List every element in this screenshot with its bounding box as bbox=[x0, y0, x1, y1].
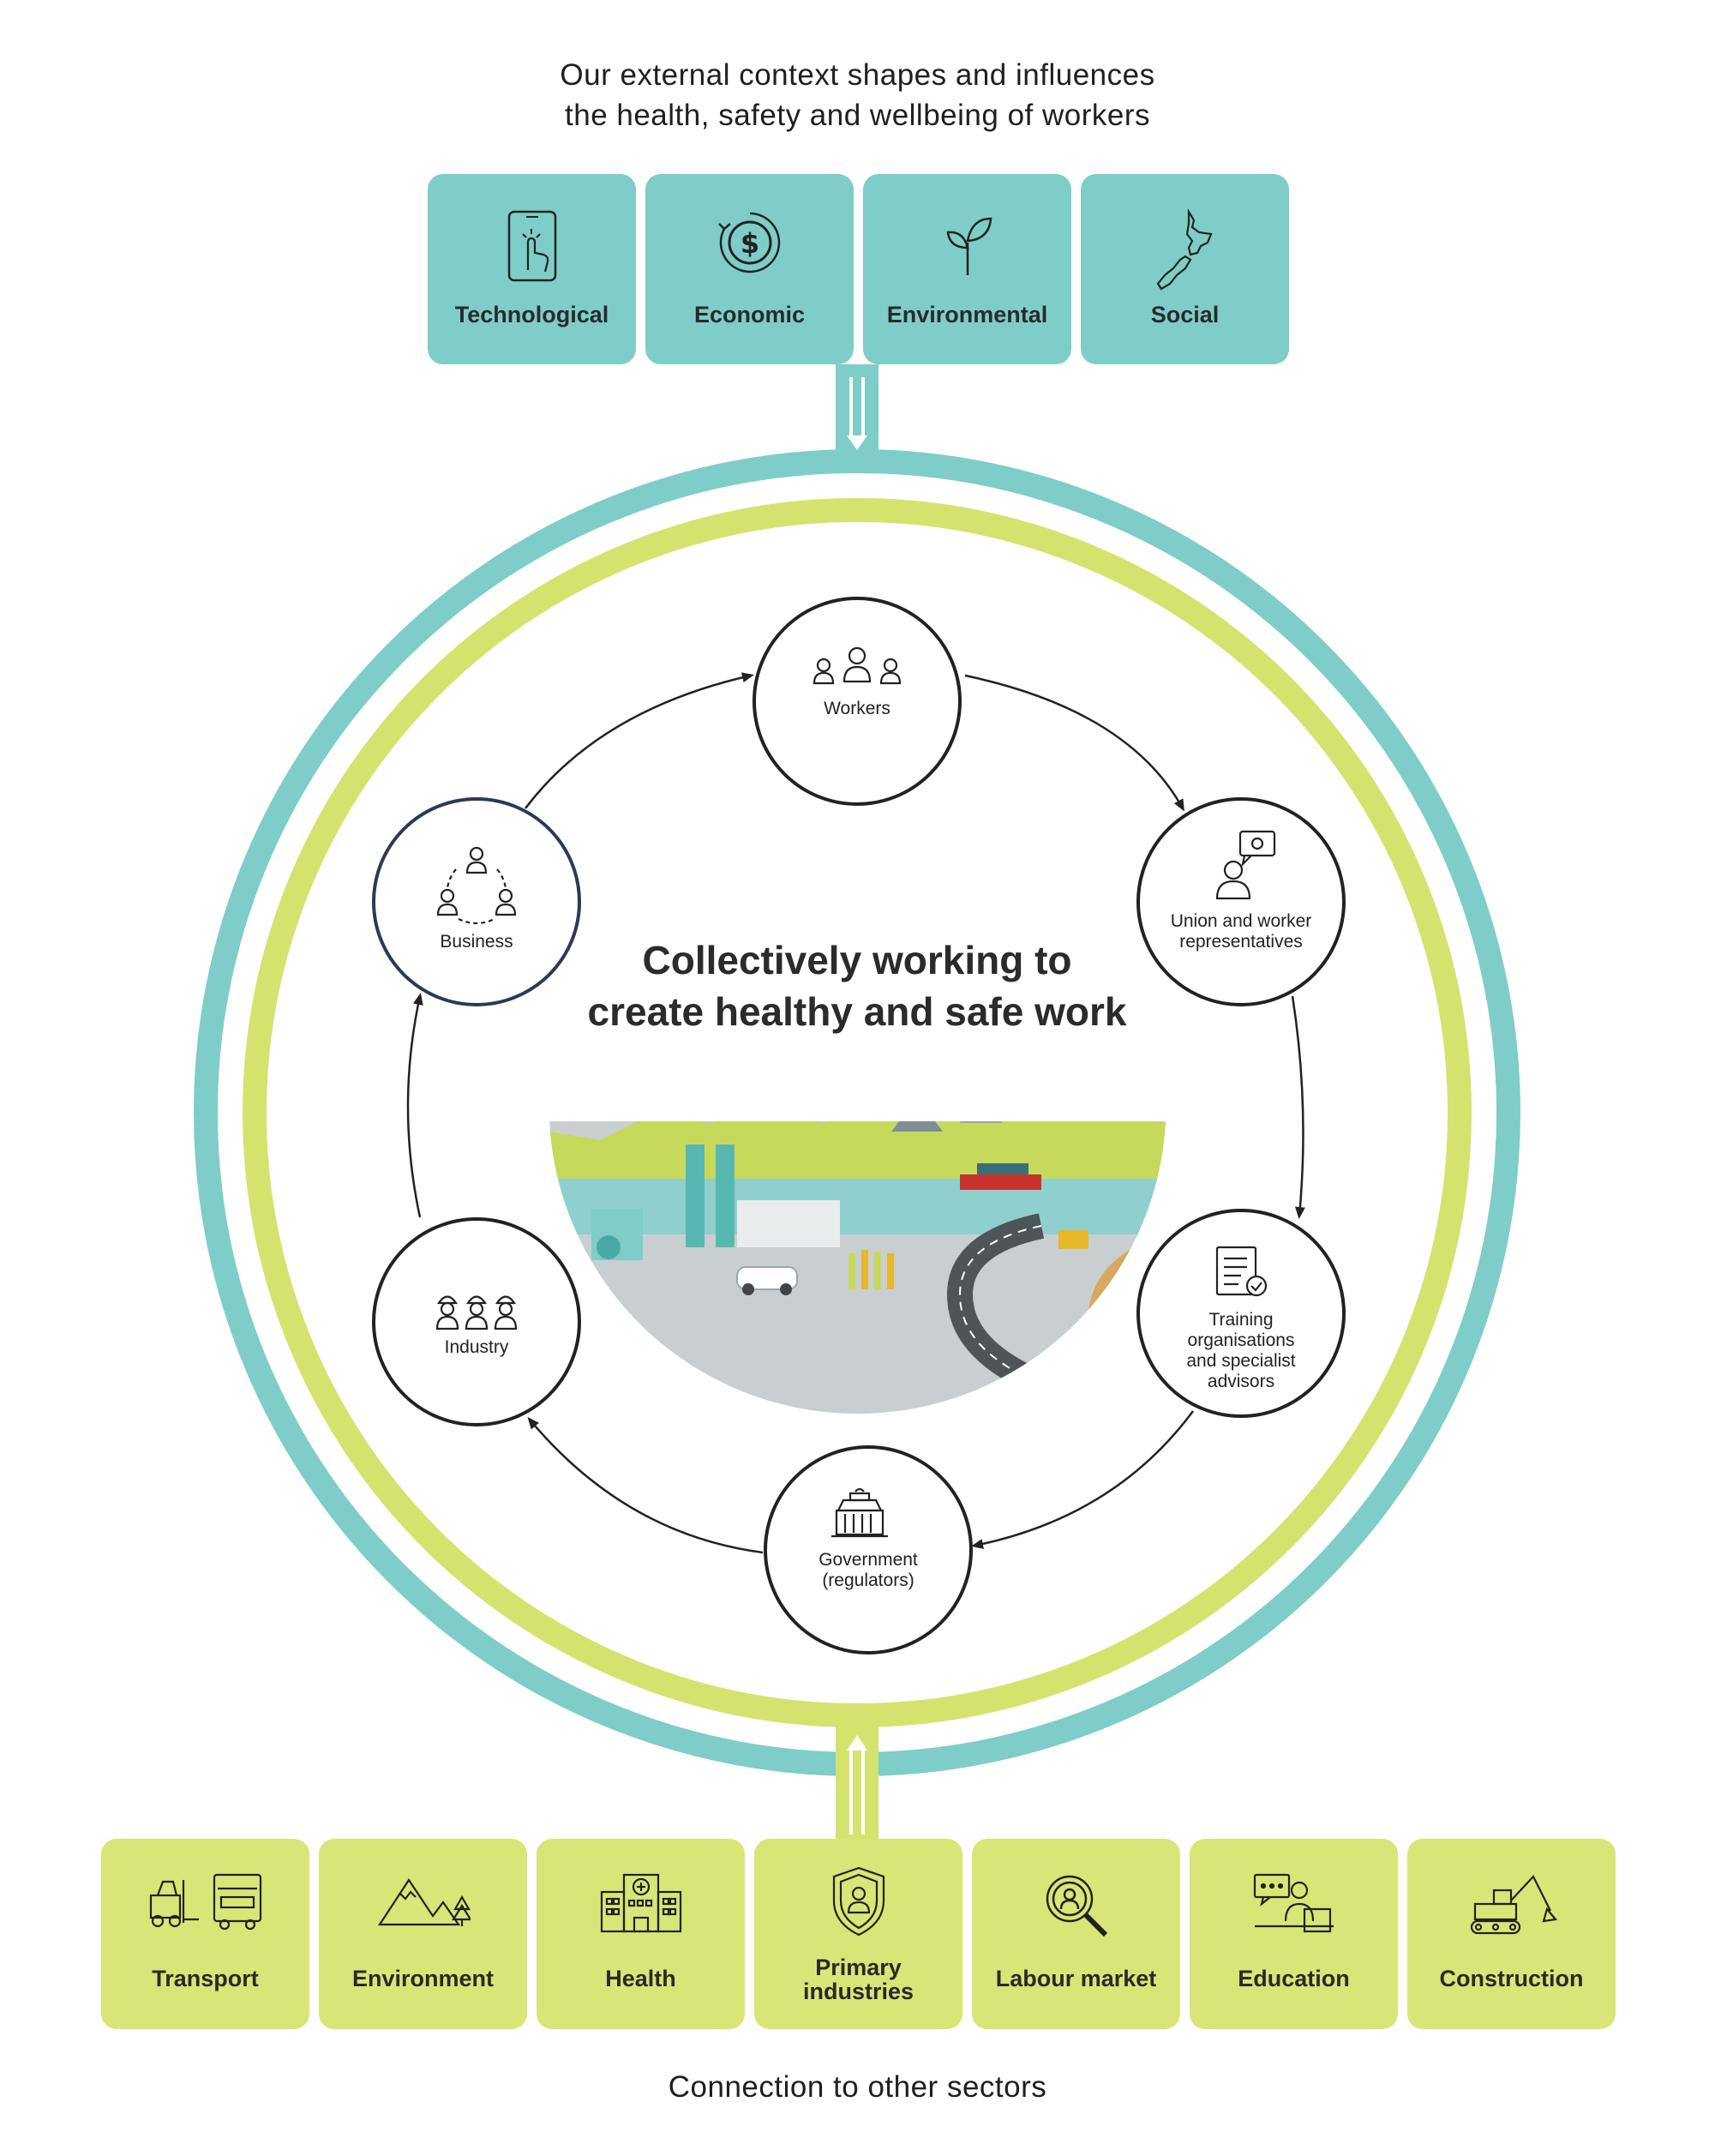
sector-tile-health: Health bbox=[537, 1839, 745, 2029]
sector-tile-label-line-2: industries bbox=[802, 1979, 914, 2004]
sector-tile-label: Construction bbox=[1439, 1966, 1584, 1991]
union-label-line-1: Union and worker bbox=[1170, 911, 1312, 931]
training-label-line-4: advisors bbox=[1207, 1372, 1275, 1391]
context-connector bbox=[836, 364, 878, 467]
sector-tile-label: Education bbox=[1238, 1966, 1350, 1991]
dollar-cycle-icon: $ bbox=[717, 212, 780, 273]
context-heading-line-1: Our external context shapes and influenc… bbox=[560, 58, 1155, 92]
training-label-line-2: organisations bbox=[1187, 1330, 1295, 1350]
context-heading-line-2: the health, safety and wellbeing of work… bbox=[565, 99, 1150, 132]
sector-tile-primary-industries: Primary industries bbox=[754, 1839, 962, 2029]
arrow-business-to-workers bbox=[525, 672, 754, 809]
arrow-training-to-government bbox=[971, 1410, 1195, 1549]
sector-tile-environment: Environment bbox=[319, 1839, 527, 2029]
sector-tile-label: Labour market bbox=[995, 1966, 1157, 1991]
plant-sprout-icon bbox=[946, 217, 992, 275]
node-label-business: Business bbox=[440, 932, 513, 952]
node-label-training: Training organisations and specialist ad… bbox=[1186, 1310, 1295, 1392]
center-title-line-2: create healthy and safe work bbox=[587, 989, 1127, 1034]
worker-group-icon bbox=[813, 646, 902, 685]
context-tile-social: Social bbox=[1081, 174, 1289, 364]
node-label-union: Union and worker representatives bbox=[1171, 911, 1312, 952]
workplace-scene-illustration bbox=[549, 1121, 1166, 1414]
sector-tile-transport: Transport bbox=[101, 1839, 309, 2029]
person-speech-gear-icon bbox=[1215, 830, 1276, 900]
node-industry bbox=[372, 1217, 581, 1426]
training-label-line-3: and specialist bbox=[1186, 1351, 1296, 1371]
arrow-union-to-training bbox=[1291, 995, 1305, 1219]
sector-tile-label: Health bbox=[605, 1966, 676, 1991]
sectors-heading-text: Connection to other sectors bbox=[668, 2070, 1047, 2104]
forklift-truck-icon bbox=[149, 1873, 261, 1931]
node-label-government: Government (regulators) bbox=[819, 1550, 918, 1591]
government-label-line-1: Government bbox=[819, 1550, 918, 1570]
arrow-industry-to-business bbox=[406, 993, 423, 1218]
cycle-arrows bbox=[406, 672, 1305, 1554]
mountains-tree-icon bbox=[377, 1878, 471, 1926]
business-label: Business bbox=[440, 932, 513, 952]
node-government bbox=[764, 1445, 973, 1655]
arrow-government-to-industry bbox=[527, 1416, 764, 1554]
sector-tile-construction: Construction bbox=[1407, 1839, 1616, 2029]
sectors-heading: Connection to other sectors bbox=[0, 2067, 1715, 2107]
sector-tile-label: Environment bbox=[351, 1966, 495, 1991]
svg-text:$: $ bbox=[740, 227, 759, 260]
context-tile-environmental: Environmental bbox=[863, 174, 1071, 364]
sector-tile-label: Transport bbox=[152, 1966, 259, 1991]
industry-label: Industry bbox=[444, 1337, 509, 1357]
teacher-board-icon bbox=[1253, 1873, 1334, 1933]
context-tile-label: Environmental bbox=[886, 302, 1048, 327]
document-check-icon bbox=[1215, 1246, 1268, 1297]
node-training bbox=[1136, 1209, 1346, 1418]
sector-tile-education: Education bbox=[1190, 1839, 1398, 2029]
shield-person-icon bbox=[832, 1866, 884, 1937]
training-label-line-1: Training bbox=[1208, 1310, 1274, 1330]
sector-tile-labour-market: Labour market bbox=[972, 1839, 1180, 2029]
context-heading: Our external context shapes and influenc… bbox=[0, 55, 1715, 135]
beehive-building-icon bbox=[831, 1487, 888, 1538]
magnifier-person-icon bbox=[1046, 1875, 1107, 1937]
sector-tile-label-line-1: Primary bbox=[815, 1955, 902, 1980]
government-label-line-2: (regulators) bbox=[822, 1570, 914, 1590]
tablet-touch-icon bbox=[507, 210, 556, 282]
node-workers bbox=[753, 597, 962, 806]
arrow-workers-to-union bbox=[964, 674, 1184, 812]
center-title: Collectively working to create healthy a… bbox=[588, 934, 1127, 1037]
inner-sector-ring bbox=[243, 498, 1472, 1727]
node-label-industry: Industry bbox=[445, 1337, 509, 1358]
context-tile-label: Economic bbox=[693, 302, 806, 327]
context-tile-economic: $ Economic bbox=[645, 174, 854, 364]
context-tile-technological: Technological bbox=[428, 174, 636, 364]
new-zealand-map-icon bbox=[1156, 208, 1213, 291]
excavator-icon bbox=[1470, 1875, 1557, 1935]
node-business bbox=[372, 797, 581, 1006]
context-tile-label: Technological bbox=[454, 302, 609, 327]
people-cycle-icon bbox=[436, 846, 517, 925]
union-label-line-2: representatives bbox=[1179, 932, 1303, 952]
hard-hat-workers-icon bbox=[435, 1295, 518, 1330]
sector-connector bbox=[836, 1723, 878, 1839]
context-tile-label: Social bbox=[1150, 302, 1220, 327]
center-title-line-1: Collectively working to bbox=[642, 938, 1072, 982]
node-label-workers: Workers bbox=[824, 699, 890, 719]
workers-label: Workers bbox=[824, 699, 890, 718]
hospital-icon bbox=[600, 1873, 681, 1933]
node-union bbox=[1136, 797, 1346, 1006]
